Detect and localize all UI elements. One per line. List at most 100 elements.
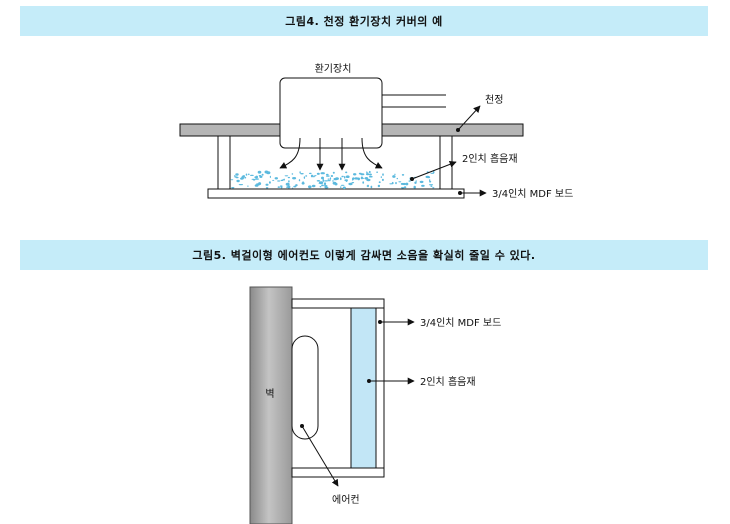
absorber-particle (238, 184, 244, 186)
absorber-particle (322, 179, 324, 183)
absorber-particle (429, 179, 431, 182)
figure4-diagram: 환기장치 천정 2인치 흡음재 3/4인치 MDF 보드 (179, 63, 573, 200)
mdf-box-right (375, 307, 385, 469)
absorber-particle (341, 175, 344, 178)
absorber-panel (350, 307, 377, 469)
wall-label: 벽 (265, 388, 274, 400)
absorber-particle (430, 185, 433, 187)
absorber-particle (348, 182, 353, 186)
absorber-particle (332, 171, 335, 174)
absorber-particle (308, 172, 312, 175)
absorber-particle (287, 185, 291, 189)
absorber-particle (292, 187, 294, 189)
absorber-particle (368, 170, 371, 174)
absorber-particle (298, 179, 301, 182)
absorber-particle (234, 175, 236, 177)
absorber-particle (250, 174, 254, 176)
figure5-diagram: 벽 3/4인치 MDF 보드 2인치 흡음재 에어컨 (249, 286, 501, 524)
absorber-particle (381, 178, 384, 181)
absorber-particle (419, 180, 424, 184)
absorber-particle (380, 176, 382, 179)
absorber-particle (242, 175, 246, 178)
absorber-particle (421, 184, 425, 187)
absorber-particle (376, 171, 378, 173)
absorber-particle (362, 181, 365, 184)
absorber-particle (245, 173, 248, 176)
absorber-particle (316, 172, 320, 175)
absorber-particle (255, 175, 258, 179)
absorber-particle (389, 183, 393, 185)
absorber-particle (432, 187, 435, 189)
absorber-particle (259, 175, 263, 178)
absorber-particle (265, 187, 269, 189)
absorber-particle (360, 177, 365, 179)
aircon-pointer-line (301, 425, 339, 487)
right-support-post (439, 135, 453, 190)
absorber-particle (314, 175, 317, 177)
absorber-particle (343, 176, 346, 179)
ceiling-pointer-line (457, 105, 481, 131)
fig5-board-label: 3/4인치 MDF 보드 (420, 317, 501, 329)
absorber-particle (231, 187, 235, 189)
absorber-particle (247, 185, 249, 187)
absorber-particle (303, 176, 306, 180)
absorber-particle (353, 173, 357, 176)
ventilator-unit (279, 77, 383, 149)
absorber-particle (428, 184, 434, 186)
absorber-particle (277, 180, 281, 182)
absorber-particle (429, 180, 432, 183)
absorber-particle (360, 173, 365, 176)
absorber-particle (258, 182, 262, 186)
absorber-particle (425, 175, 430, 179)
absorber-particle (264, 170, 269, 174)
absorber-particle (366, 185, 369, 187)
absorber-particle (403, 186, 407, 189)
absorber-particle (398, 181, 402, 183)
absorber-particle (291, 173, 294, 175)
absorber-particle (351, 182, 355, 184)
absorber-particle (312, 175, 316, 177)
absorber-particle (324, 186, 329, 189)
absorber-particle (321, 176, 324, 180)
absorber-particle (396, 177, 398, 180)
absorber-particle (323, 185, 327, 187)
absorber-particle (284, 175, 289, 177)
absorber-particle (342, 186, 346, 190)
absorber-particle (358, 172, 361, 175)
figure5-caption-bar: 그림5. 벽걸이형 에어컨도 이렇게 감싸면 소음을 확실히 줄일 수 있다. (20, 240, 708, 270)
absorber-particle (408, 180, 411, 182)
absorber-particle (368, 173, 372, 176)
absorber-particle (251, 178, 256, 180)
absorber-particle (282, 179, 284, 181)
absorber-particle (366, 172, 369, 174)
absorber-particle (308, 185, 312, 189)
absorber-particle (382, 173, 384, 176)
mdf-box-bottom (291, 467, 385, 478)
absorber-particle (265, 183, 269, 186)
absorber-particle (402, 182, 406, 186)
absorber-particle (414, 181, 417, 184)
absorber-particle (345, 175, 350, 178)
ceiling-label: 천정 (485, 94, 503, 106)
absorber-particles (230, 170, 435, 190)
absorber-particle (332, 180, 334, 182)
airflow-arrow-left (279, 137, 301, 169)
absorber-particle (377, 184, 381, 188)
absorber-particle (432, 171, 435, 174)
absorber-particle (236, 179, 240, 183)
absorber-particle (311, 184, 316, 188)
absorber-particle (269, 175, 271, 178)
figure4-caption: 그림4. 천정 환기장치 커버의 예 (285, 15, 443, 28)
absorber-particle (261, 173, 264, 176)
fig5-absorber-label: 2인치 흡음재 (420, 375, 476, 388)
absorber-particle (323, 182, 327, 186)
absorber-label: 2인치 흡음재 (462, 152, 518, 165)
absorber-particle (268, 181, 271, 184)
absorber-particle (352, 177, 354, 181)
absorber-particle (293, 185, 297, 188)
absorber-particle (327, 180, 331, 182)
aircon-label: 에어컨 (332, 494, 360, 506)
absorber-particle (285, 182, 290, 186)
absorber-particle (292, 177, 297, 180)
